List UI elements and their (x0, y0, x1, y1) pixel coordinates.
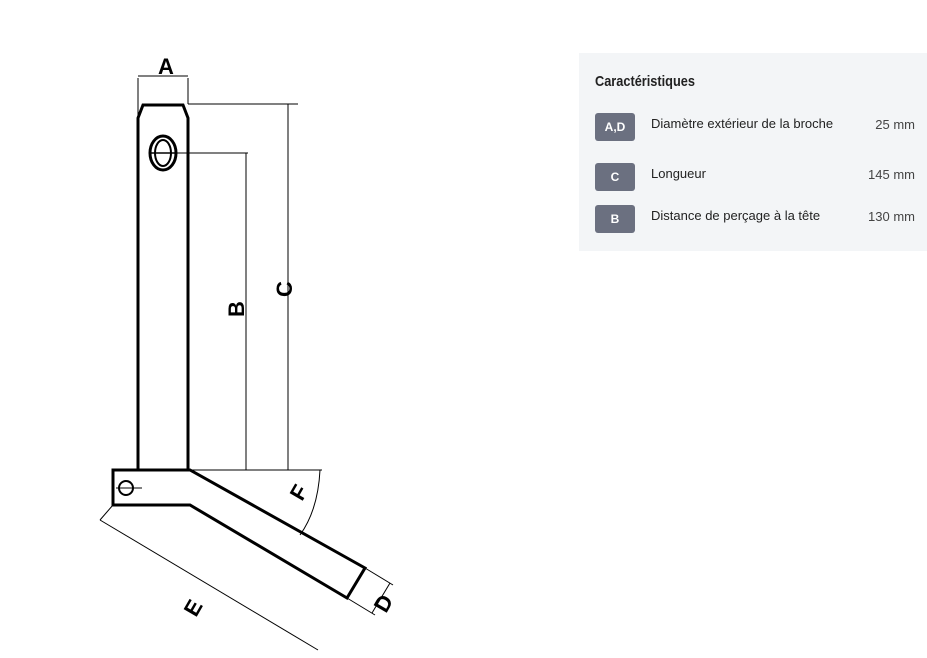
spec-badge: A,D (595, 113, 635, 141)
spec-badge: B (595, 205, 635, 233)
panel-title: Caractéristiques (595, 73, 695, 90)
dim-label-e: E (179, 595, 208, 620)
dimension-lines (99, 75, 394, 651)
dim-label-a: A (158, 54, 174, 79)
spec-value: 130 mm (868, 209, 915, 224)
dim-d-extension-bottom (346, 597, 376, 616)
dim-d-line (371, 582, 391, 614)
spec-value: 145 mm (868, 167, 915, 182)
spec-row: C Longueur 145 mm (595, 163, 915, 191)
spec-label: Longueur (651, 166, 706, 181)
dim-label-c: C (272, 281, 297, 297)
spec-badge: C (595, 163, 635, 191)
spec-label: Distance de perçage à la tête (651, 208, 821, 223)
base-plate (111, 468, 368, 601)
dim-f-arc (299, 469, 321, 536)
spec-row: A,D Diamètre extérieur de la broche 25 m… (595, 113, 915, 141)
pin-body (136, 103, 190, 472)
dim-e-extension (99, 504, 114, 521)
spec-label: Diamètre extérieur de la broche (651, 116, 834, 131)
dim-d-extension-top (364, 567, 394, 586)
dim-e-line (99, 519, 319, 651)
dim-label-f: F (285, 480, 313, 504)
spec-value: 25 mm (875, 117, 915, 132)
pin-diagram: A C B F D E (99, 54, 398, 651)
characteristics-panel: Caractéristiques A,D Diamètre extérieur … (579, 53, 927, 251)
dim-label-b: B (224, 301, 249, 317)
spec-row: B Distance de perçage à la tête 130 mm (595, 205, 915, 233)
